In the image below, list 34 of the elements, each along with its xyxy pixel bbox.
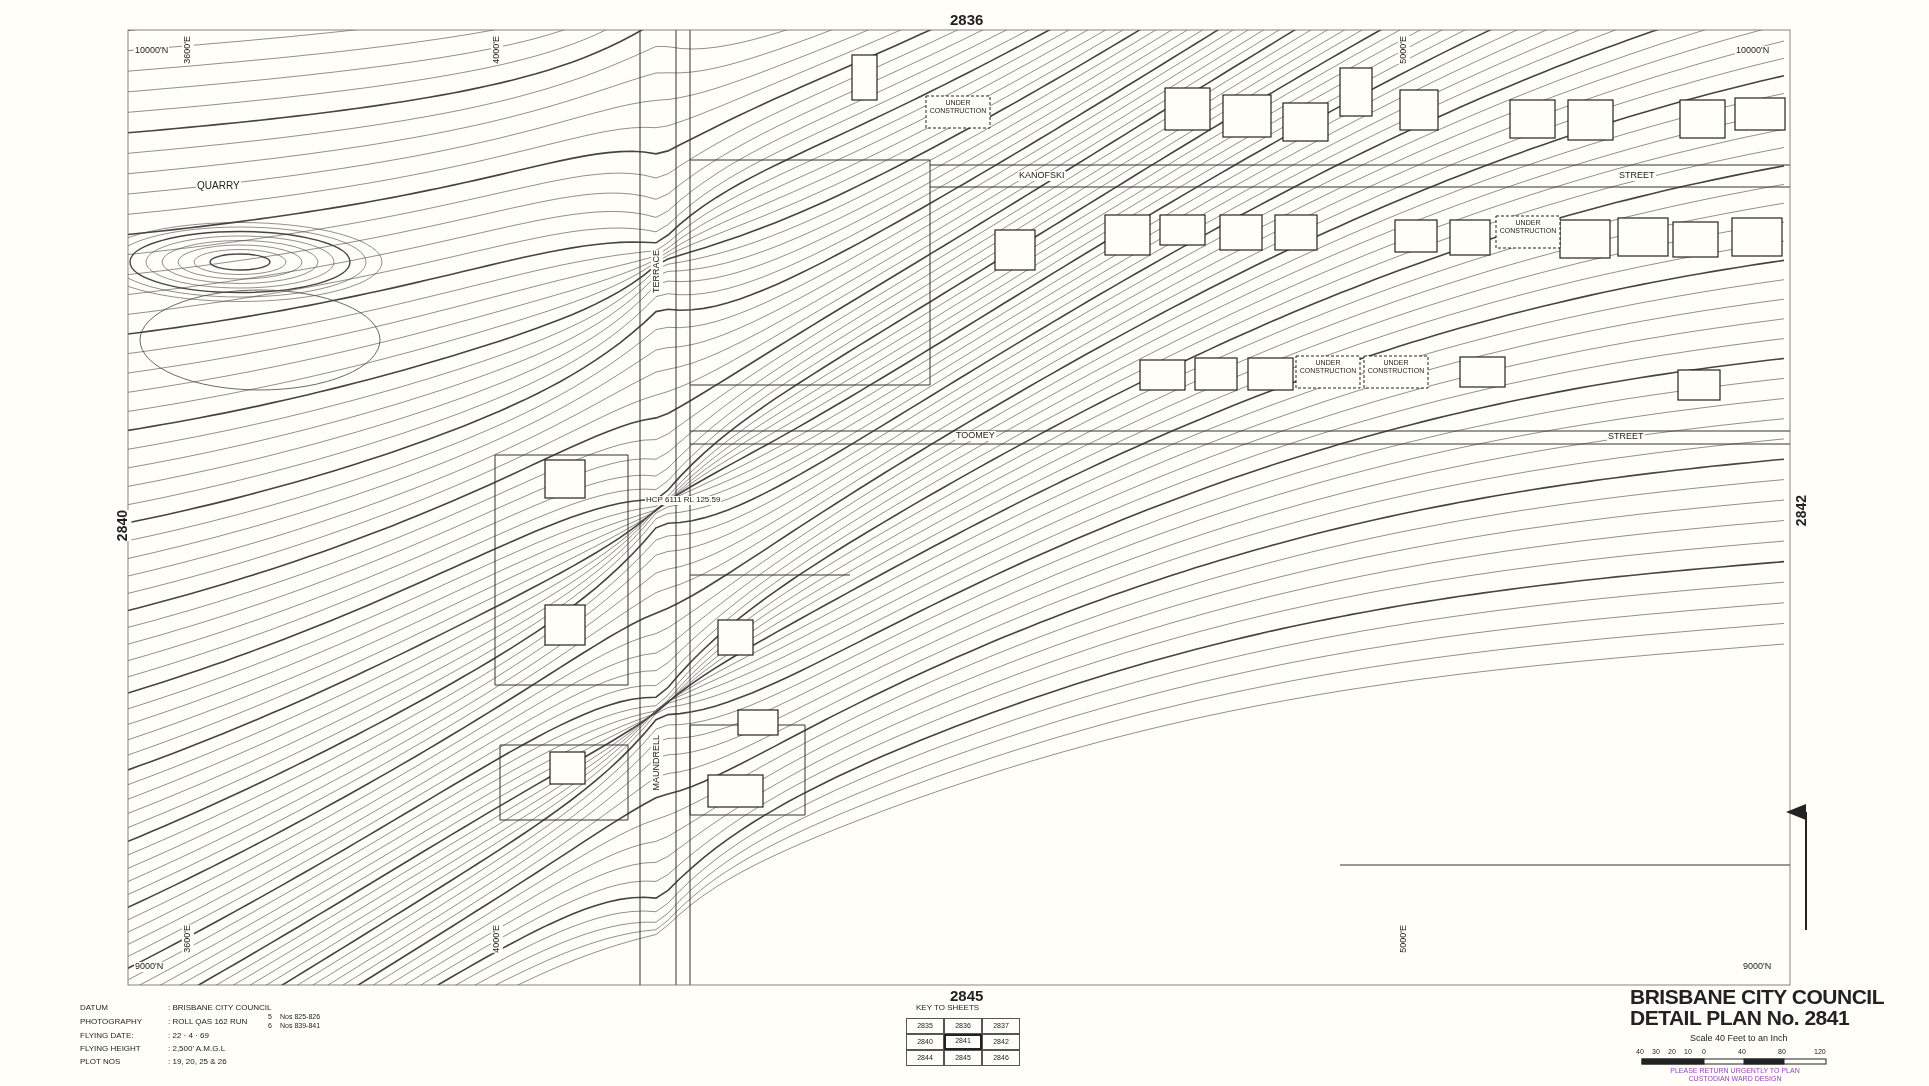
street-name: TOOMEY bbox=[955, 431, 996, 441]
grid-label: 5000'E bbox=[1398, 36, 1410, 64]
info-text: : ROLL QAS 162 RUN bbox=[168, 1018, 248, 1027]
grid-label: 10000'N bbox=[1735, 46, 1771, 56]
grid-label: 3600'E bbox=[182, 925, 194, 953]
street-name: KANOFSKI bbox=[1018, 171, 1066, 181]
info-text: : 22 · 4 · 69 bbox=[168, 1032, 209, 1041]
grid-label: 9000'N bbox=[134, 962, 165, 972]
grid-label: 9000'N bbox=[1742, 962, 1773, 972]
street-name: MAUNDRELL bbox=[651, 735, 663, 791]
street-name: STREET bbox=[1618, 171, 1656, 181]
info-text: PLOT NOS bbox=[80, 1058, 121, 1067]
title: BRISBANE CITY COUNCIL bbox=[1630, 985, 1884, 1009]
info-text: PHOTOGRAPHY bbox=[80, 1018, 143, 1027]
sheet-number: 2836 bbox=[950, 12, 984, 29]
sheet-number: 2840 bbox=[114, 510, 132, 542]
grid-label: 10000'N bbox=[134, 46, 170, 56]
sheet-number: 2845 bbox=[950, 988, 984, 1005]
plan-number: DETAIL PLAN No. 2841 bbox=[1630, 1006, 1850, 1030]
info-text: DATUM bbox=[80, 1004, 108, 1013]
info-text: : 19, 20, 25 & 26 bbox=[168, 1058, 227, 1067]
benchmark-label: HCP 6111 RL 125.59 bbox=[645, 496, 722, 505]
street-name: STREET bbox=[1607, 432, 1645, 442]
grid-label: 3600'E bbox=[182, 36, 194, 64]
street-name: TERRACE bbox=[651, 250, 663, 293]
table-heading: KEY TO SHEETS bbox=[916, 1004, 980, 1013]
grid-label: 4000'E bbox=[491, 925, 503, 953]
place-label: QUARRY bbox=[196, 180, 241, 191]
info-text: : 2,500' A.M.G.L bbox=[168, 1045, 226, 1054]
info-text: : BRISBANE CITY COUNCIL bbox=[168, 1004, 272, 1013]
grid-label: 4000'E bbox=[491, 36, 503, 64]
info-text: FLYING DATE: bbox=[80, 1032, 134, 1041]
info-text: FLYING HEIGHT bbox=[80, 1045, 141, 1054]
scale-text: Scale 40 Feet to an Inch bbox=[1690, 1034, 1788, 1044]
